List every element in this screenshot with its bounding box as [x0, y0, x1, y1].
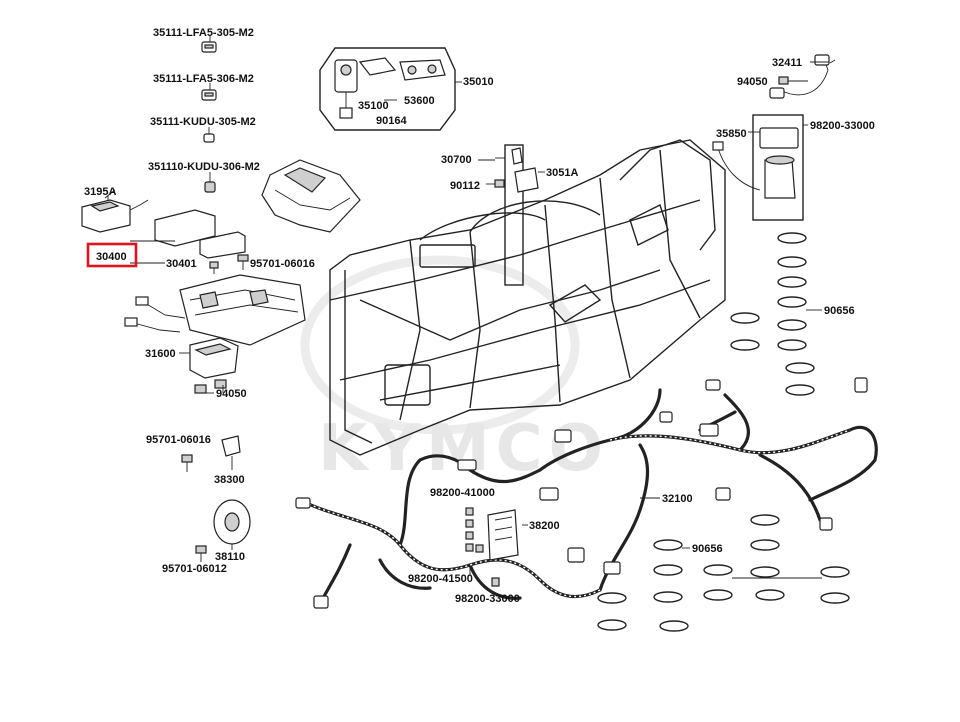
callout-3195a: 3195A: [84, 186, 116, 198]
cable-ties-90656-bottom[interactable]: [597, 514, 850, 632]
watermark-text: KYMCO: [318, 412, 609, 486]
nut-94050-right[interactable]: [778, 76, 789, 85]
regulator-31600[interactable]: [189, 337, 239, 379]
battery-cable-32411[interactable]: [769, 54, 836, 99]
horn-38110[interactable]: [213, 499, 251, 550]
cdi-unit-30400[interactable]: [130, 209, 246, 259]
callout-38300: 38300: [214, 474, 245, 486]
callout-38200: 38200: [529, 520, 560, 532]
key-switch-set[interactable]: [201, 36, 217, 193]
callout-98200-41500: 98200-41500: [408, 573, 473, 585]
callout-90656-bottom: 90656: [692, 543, 723, 555]
callout-30400-highlight: [86, 242, 138, 268]
callout-53600: 53600: [404, 95, 435, 107]
bracket-3051a[interactable]: [514, 167, 545, 193]
callout-90656-right: 90656: [824, 305, 855, 317]
callout-351110-kudu-306: 351110-KUDU-306-M2: [148, 161, 260, 173]
fuse-holder-30700[interactable]: [495, 144, 524, 286]
wire-harness-32100[interactable]: [295, 377, 878, 609]
callout-labels: 35111-LFA5-305-M2 35111-LFA5-306-M2 3511…: [84, 27, 875, 605]
fuses-98200-41000[interactable]: [465, 507, 484, 553]
callout-30700: 30700: [441, 154, 472, 166]
relay-3195a[interactable]: [81, 189, 149, 233]
callout-90164: 90164: [376, 115, 407, 127]
callout-35010: 35010: [463, 76, 494, 88]
callout-32100: 32100: [662, 493, 693, 505]
callout-94050-left: 94050: [216, 388, 247, 400]
atv-frame[interactable]: [329, 139, 726, 456]
callout-30400[interactable]: 30400: [96, 251, 127, 263]
leader-lines: [107, 61, 829, 575]
starter-cable-35850[interactable]: [712, 131, 761, 191]
cover-cowl[interactable]: [261, 159, 361, 233]
callout-90112: 90112: [450, 180, 480, 192]
nut-94050-left[interactable]: [194, 379, 227, 394]
callout-32411: 32411: [772, 57, 802, 69]
callout-98200-41000: 98200-41000: [430, 487, 495, 499]
ignition-switch-set-35010[interactable]: [319, 47, 462, 131]
callout-98200-33000-bottom: 98200-33000: [455, 593, 520, 605]
callout-95701-06016-mid: 95701-06016: [146, 434, 211, 446]
callout-94050-right: 94050: [737, 76, 768, 88]
callout-31600: 31600: [145, 348, 176, 360]
fuse-98200-33000-bottom[interactable]: [491, 577, 500, 587]
bolt-95701-06012[interactable]: [195, 545, 207, 562]
cable-ties-90656-right[interactable]: [730, 232, 822, 396]
callout-35111-lfa5-306: 35111-LFA5-306-M2: [153, 73, 254, 85]
callout-30401: 30401: [166, 258, 197, 270]
callout-95701-06016-top: 95701-06016: [250, 258, 315, 270]
callout-35100: 35100: [358, 100, 389, 112]
callout-35111-kudu-305: 35111-KUDU-305-M2: [150, 116, 256, 128]
bolt-90112[interactable]: [486, 179, 505, 188]
starter-relay-box[interactable]: [752, 114, 808, 221]
callout-95701-06012: 95701-06012: [162, 563, 227, 575]
horn-bracket-38300[interactable]: [221, 435, 241, 470]
bolt-95701-06016-top[interactable]: [209, 254, 249, 274]
bolt-95701-06016-mid[interactable]: [181, 454, 193, 472]
callout-98200-33000-top: 98200-33000: [810, 120, 875, 132]
regulator-bracket[interactable]: [124, 274, 306, 346]
fuse-box-38200[interactable]: [487, 509, 519, 561]
callout-38110: 38110: [215, 551, 245, 563]
kymco-watermark: KYMCO: [300, 255, 609, 486]
callout-35850: 35850: [716, 128, 747, 140]
callout-35111-lfa5-305: 35111-LFA5-305-M2: [153, 27, 254, 39]
callout-3051a: 3051A: [546, 167, 578, 179]
